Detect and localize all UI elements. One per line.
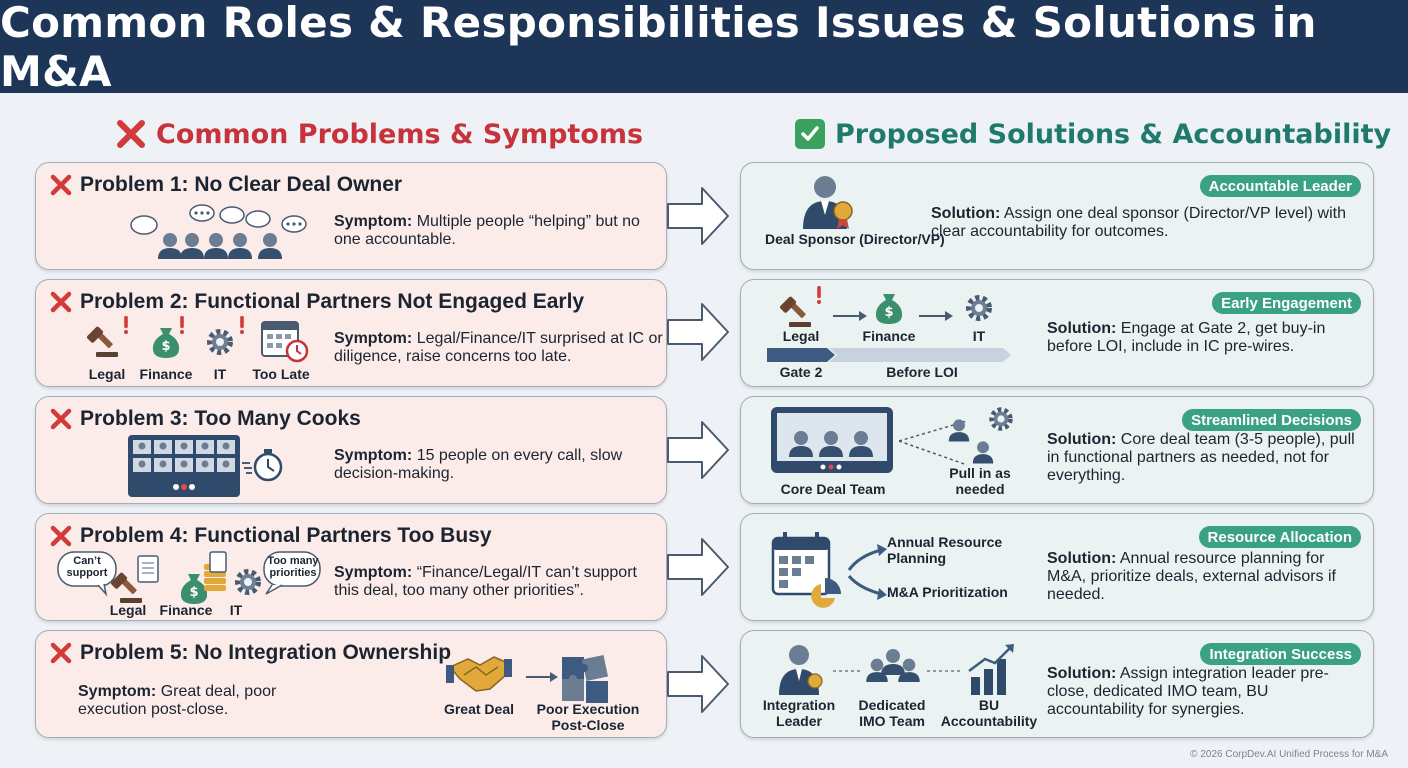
problem-title: Problem 3: Too Many Cooks <box>50 407 361 431</box>
symptom-text: Symptom: 15 people on every call, slow d… <box>334 447 623 482</box>
pull-in-label: Pull in as needed <box>949 465 1011 497</box>
problem-title: Problem 4: Functional Partners Too Busy <box>50 524 492 548</box>
problem-card-5: Problem 5: No Integration Ownership Symp… <box>35 630 667 738</box>
problem-title-text: Problem 3: Too Many Cooks <box>80 407 361 430</box>
symptom-text: Symptom: Multiple people “helping” but n… <box>334 213 640 248</box>
left-column-title-text: Common Problems & Symptoms <box>156 118 644 150</box>
status-badge: Streamlined Decisions <box>1182 409 1361 431</box>
it-label: IT <box>213 366 227 382</box>
legal-label: Legal <box>109 602 147 618</box>
arrow-right-icon <box>667 303 729 361</box>
x-icon <box>50 408 72 430</box>
left-column-title: Common Problems & Symptoms <box>116 114 643 154</box>
busy-partners-icon <box>57 551 321 604</box>
functional-icons-row <box>86 316 309 363</box>
gate-2-label: Gate 2 <box>779 364 823 380</box>
symptom-text: Symptom: “Finance/Legal/IT can’t support… <box>334 564 637 599</box>
bu-accountability-label: BU Accountability <box>940 697 1038 729</box>
finance-label: Finance <box>862 328 916 344</box>
x-icon <box>116 119 146 149</box>
solution-card-2: Early Engagement Legal Finance IT Gate 2… <box>740 279 1374 387</box>
resource-planning-icon <box>771 532 887 608</box>
before-loi-label: Before LOI <box>886 364 958 380</box>
page-title: Common Roles & Responsibilities Issues &… <box>0 0 1317 96</box>
solution-text: Solution: Assign integration leader pre-… <box>1047 665 1329 718</box>
cant-support-bubble: Can’t support <box>66 555 108 579</box>
handshake-puzzle-icon <box>446 654 609 703</box>
great-deal-label: Great Deal <box>443 701 515 717</box>
arrow-right-icon <box>667 421 729 479</box>
right-column-title: Proposed Solutions & Accountability <box>795 114 1391 154</box>
symptom-text: Symptom: Great deal, poor execution post… <box>78 683 277 718</box>
crowded-video-call-icon <box>128 435 283 497</box>
legal-label: Legal <box>782 328 820 344</box>
problem-title: Problem 2: Functional Partners Not Engag… <box>50 290 584 314</box>
core-team-call-icon <box>771 407 1031 473</box>
problem-title-text: Problem 4: Functional Partners Too Busy <box>80 524 492 547</box>
check-icon <box>795 119 825 149</box>
arrow-right-icon <box>667 538 729 596</box>
x-icon <box>50 174 72 196</box>
integration-team-icon <box>779 644 1014 695</box>
status-badge: Resource Allocation <box>1198 526 1361 548</box>
finance-label: Finance <box>159 602 213 618</box>
ma-prioritization-label: M&A Prioritization <box>887 584 1008 600</box>
problem-title-text: Problem 2: Functional Partners Not Engag… <box>80 290 585 313</box>
problem-title-text: Problem 5: No Integration Ownership <box>80 641 452 664</box>
problem-title: Problem 5: No Integration Ownership <box>50 641 451 665</box>
solution-card-4: Resource Allocation Annual Resource Plan… <box>740 513 1374 621</box>
too-many-priorities-bubble: Too many priorities <box>267 555 319 579</box>
annual-resource-planning-label: Annual Resource Planning <box>887 534 1003 566</box>
it-label: IT <box>229 602 243 618</box>
solution-text: Solution: Annual resource planning for M… <box>1047 550 1336 603</box>
x-icon <box>50 525 72 547</box>
problem-title: Problem 1: No Clear Deal Owner <box>50 173 402 197</box>
symptom-text: Symptom: Legal/Finance/IT surprised at I… <box>334 330 663 365</box>
problem-title-text: Problem 1: No Clear Deal Owner <box>80 173 403 196</box>
deal-sponsor-icon <box>803 176 853 229</box>
problem-card-2: Problem 2: Functional Partners Not Engag… <box>35 279 667 387</box>
right-column-title-text: Proposed Solutions & Accountability <box>835 118 1392 150</box>
solution-text: Solution: Core deal team (3-5 people), p… <box>1047 431 1355 484</box>
poor-execution-label: Poor Execution Post-Close <box>536 701 640 733</box>
arrow-right-icon <box>667 187 729 245</box>
x-icon <box>50 642 72 664</box>
it-label: IT <box>972 328 986 344</box>
too-late-label: Too Late <box>252 366 310 382</box>
integration-leader-label: Integration Leader <box>762 697 836 729</box>
x-icon <box>50 291 72 313</box>
footer-copyright: © 2026 CorpDev.AI Unified Process for M&… <box>1190 749 1388 760</box>
status-badge: Integration Success <box>1200 643 1361 665</box>
deal-sponsor-label: Deal Sponsor (Director/VP) <box>765 231 945 247</box>
problem-card-4: Problem 4: Functional Partners Too Busy … <box>35 513 667 621</box>
legal-label: Legal <box>88 366 126 382</box>
status-badge: Early Engagement <box>1212 292 1361 314</box>
core-deal-team-label: Core Deal Team <box>780 481 886 497</box>
engagement-timeline-icon <box>767 286 1011 362</box>
status-badge: Accountable Leader <box>1199 175 1361 197</box>
solution-text: Solution: Engage at Gate 2, get buy-in b… <box>1047 320 1326 355</box>
solution-card-1: Accountable Leader Deal Sponsor (Directo… <box>740 162 1374 270</box>
crowd-speech-icon <box>130 204 307 259</box>
solution-card-5: Integration Success Integration Leader D… <box>740 630 1374 738</box>
header-banner: Common Roles & Responsibilities Issues &… <box>0 0 1408 96</box>
problem-card-3: Problem 3: Too Many Cooks Symptom: 15 pe… <box>35 396 667 504</box>
solution-text: Solution: Assign one deal sponsor (Direc… <box>931 205 1346 240</box>
arrow-right-icon <box>667 655 729 713</box>
finance-label: Finance <box>139 366 193 382</box>
problem-card-1: Problem 1: No Clear Deal Owner Symptom: … <box>35 162 667 270</box>
dedicated-imo-team-label: Dedicated IMO Team <box>858 697 926 729</box>
solution-card-3: Streamlined Decisions Core Deal Team Pul… <box>740 396 1374 504</box>
